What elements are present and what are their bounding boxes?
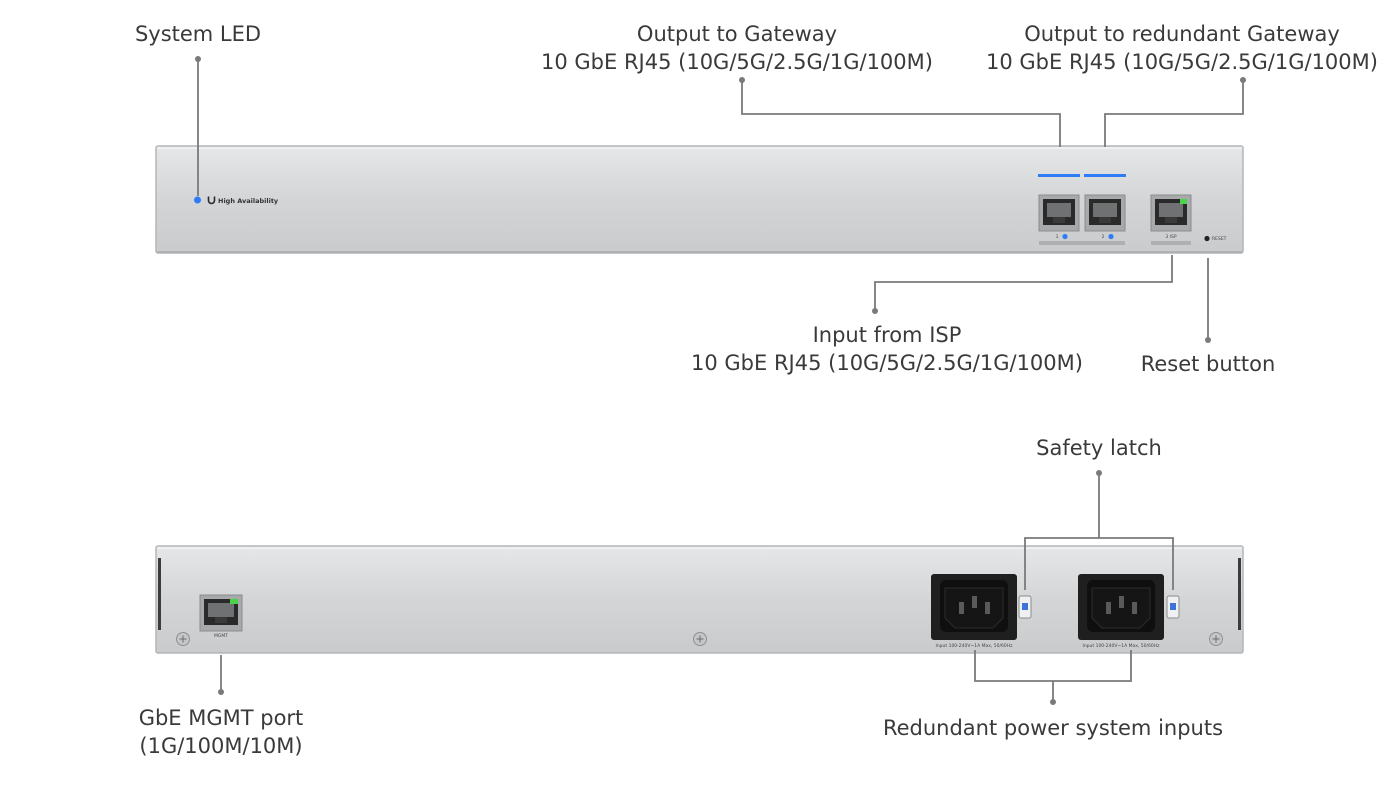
brand-label: High Availability <box>218 197 279 205</box>
mgmt-port-green-led <box>230 599 238 604</box>
callout-mgmt-port-title: GbE MGMT port <box>138 706 304 730</box>
callout-input-isp: Input from ISP 10 GbE RJ45 (10G/5G/2.5G/… <box>667 321 1107 377</box>
callout-output-gateway-spec: 10 GbE RJ45 (10G/5G/2.5G/1G/100M) <box>541 50 933 74</box>
callout-output-gateway-title: Output to Gateway <box>636 22 838 46</box>
port-isp-label: 3 ISP <box>1165 234 1176 240</box>
system-led <box>194 196 201 204</box>
reset-label: RESET <box>1212 236 1227 242</box>
callout-mgmt-port-spec: (1G/100M/10M) <box>139 734 303 758</box>
callout-input-isp-spec: 10 GbE RJ45 (10G/5G/2.5G/1G/100M) <box>691 351 1083 375</box>
port-1-label: 1 <box>1056 234 1059 240</box>
port-group-strip <box>1039 241 1125 245</box>
screw-icon <box>693 632 707 646</box>
power-inlet-2[interactable] <box>1078 574 1164 640</box>
mgmt-port-label: MGMT <box>214 633 228 639</box>
port-2-label: 2 <box>1102 234 1105 240</box>
port-1-link-bar <box>1038 174 1080 177</box>
safety-latch-1[interactable] <box>1018 595 1032 619</box>
screw-icon <box>176 632 190 646</box>
left-rail <box>158 558 161 630</box>
callout-safety-latch: Safety latch <box>1009 434 1189 462</box>
rj45-port-1[interactable] <box>1038 194 1080 232</box>
callout-system-led-title: System LED <box>134 22 262 46</box>
power-rating-label-2: Input 100-240V~1A Max, 50/60Hz <box>1083 643 1161 649</box>
isp-port-green-led <box>1180 199 1187 204</box>
callout-output-redundant-gateway-spec: 10 GbE RJ45 (10G/5G/2.5G/1G/100M) <box>986 50 1378 74</box>
rj45-port-isp[interactable] <box>1150 194 1192 232</box>
callout-output-gateway: Output to Gateway 10 GbE RJ45 (10G/5G/2.… <box>517 20 957 76</box>
front-chassis <box>155 145 1244 254</box>
port-2-link-bar <box>1084 174 1126 177</box>
reset-button[interactable] <box>1204 235 1210 242</box>
leader-power-bracket <box>974 650 1132 682</box>
port-2-indicator-icon <box>1108 233 1114 240</box>
port-1-indicator-icon <box>1062 233 1068 240</box>
callout-power-inputs: Redundant power system inputs <box>863 714 1243 742</box>
isp-port-strip <box>1151 241 1191 245</box>
leader-output-gateway <box>741 80 1061 147</box>
callout-power-inputs-title: Redundant power system inputs <box>882 716 1224 740</box>
leader-endpoints <box>195 56 1246 705</box>
callout-mgmt-port: GbE MGMT port (1G/100M/10M) <box>111 704 331 760</box>
leader-safety-latch-bracket <box>1024 537 1174 590</box>
leader-output-redundant-gateway <box>1104 80 1244 147</box>
power-rating-label-1: Input 100-240V~1A Max, 50/60Hz <box>936 643 1014 649</box>
callout-input-isp-title: Input from ISP <box>812 323 962 347</box>
callout-output-redundant-gateway-title: Output to redundant Gateway <box>1024 22 1340 46</box>
callout-reset-button-title: Reset button <box>1140 352 1276 376</box>
leader-lines <box>197 59 1244 702</box>
power-inlet-1[interactable] <box>931 574 1017 640</box>
callout-reset-button: Reset button <box>1118 350 1298 378</box>
safety-latch-2[interactable] <box>1166 595 1180 619</box>
callout-safety-latch-title: Safety latch <box>1036 436 1162 460</box>
right-rail <box>1238 558 1241 630</box>
rj45-port-2[interactable] <box>1084 194 1126 232</box>
brand-logo-icon <box>207 196 216 205</box>
mgmt-port[interactable] <box>199 594 243 632</box>
callout-system-led: System LED <box>98 20 298 48</box>
leader-input-isp <box>874 255 1173 311</box>
front-panel: High Availability <box>155 145 1244 254</box>
screw-icon <box>1209 632 1223 646</box>
rear-panel: MGMT <box>155 545 1244 654</box>
callout-output-redundant-gateway: Output to redundant Gateway 10 GbE RJ45 … <box>972 20 1392 76</box>
